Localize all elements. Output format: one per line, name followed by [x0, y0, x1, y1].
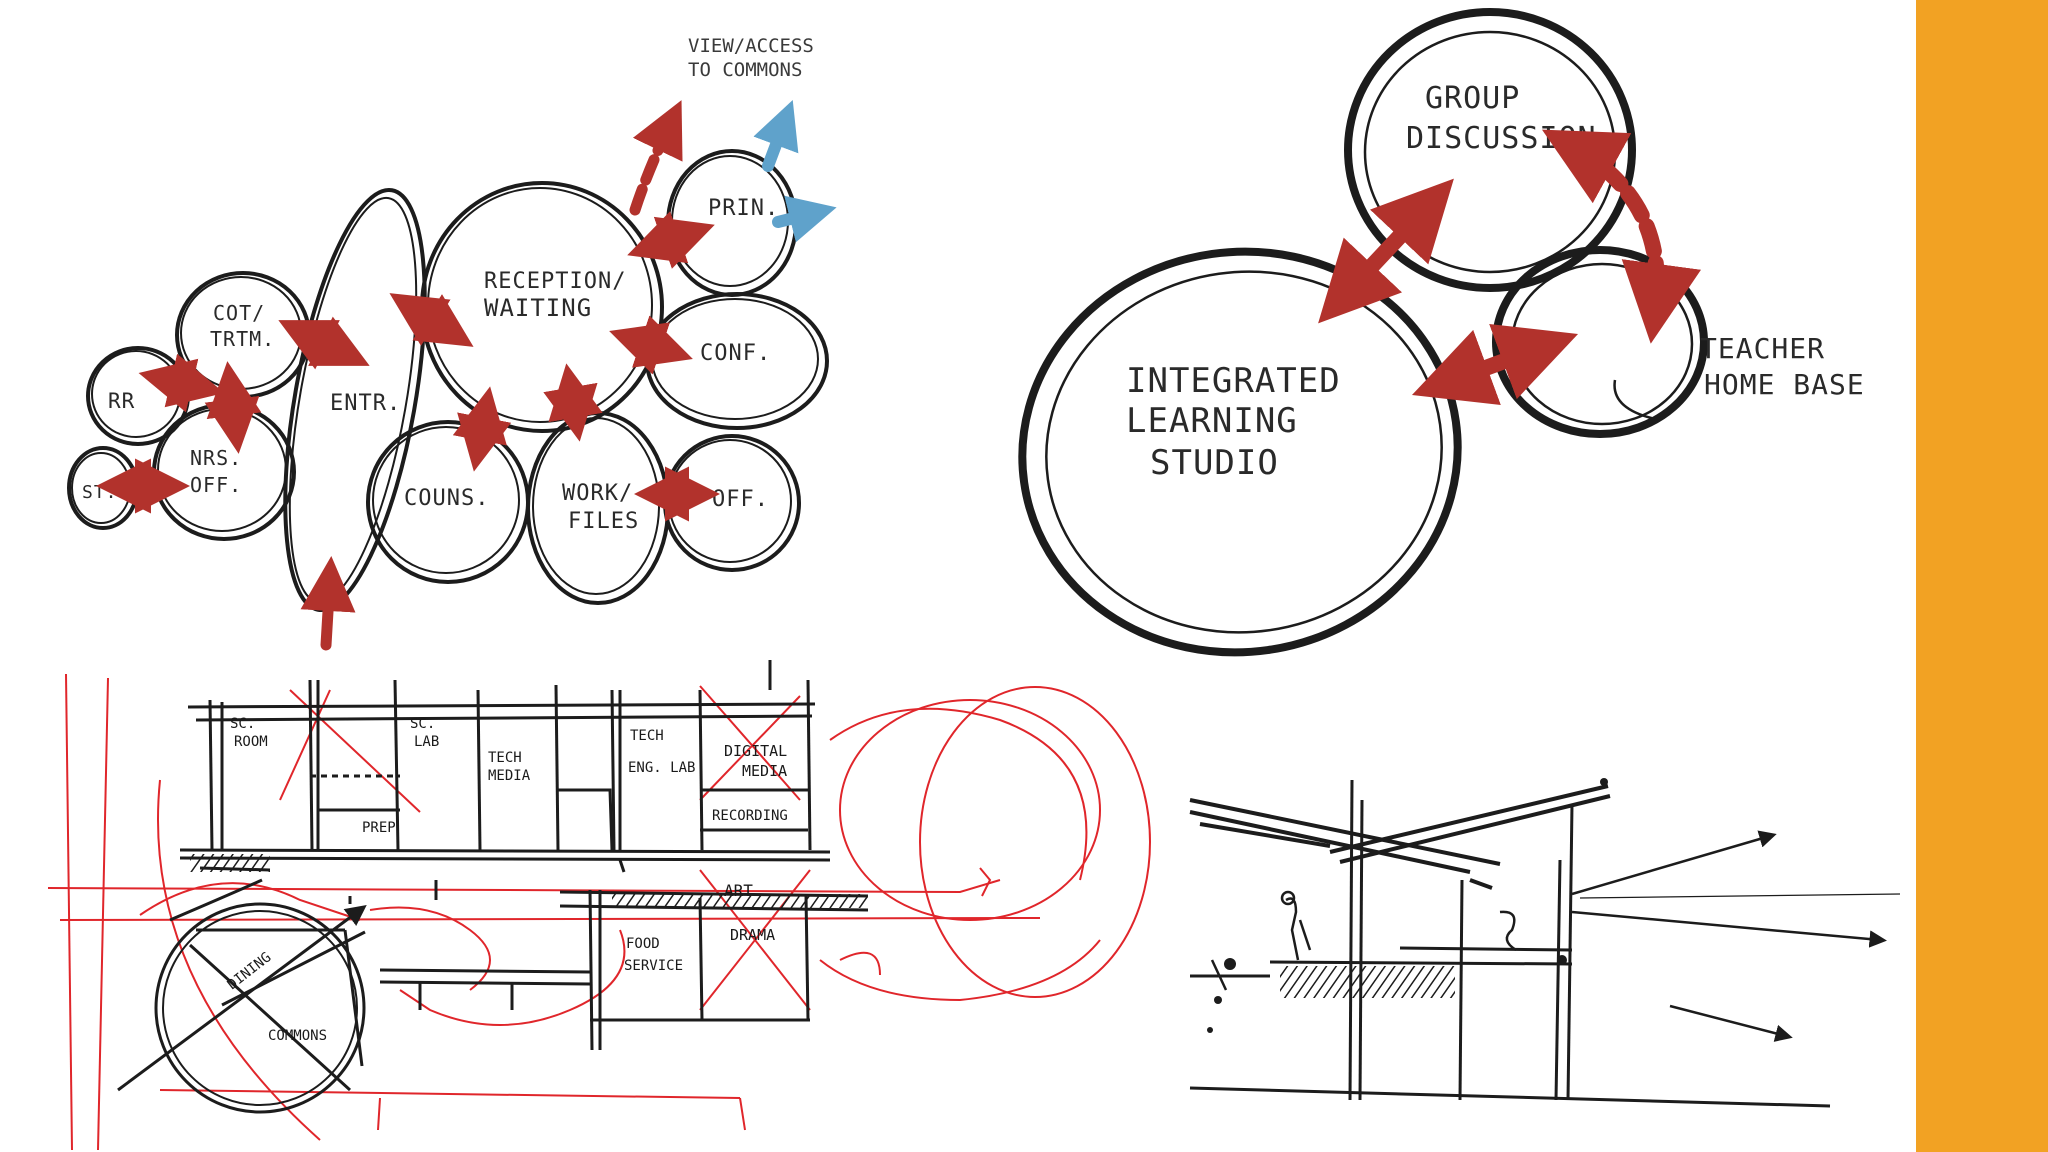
note-to-commons: TO COMMONS [688, 59, 802, 81]
label-cot: COT/ [213, 301, 265, 325]
label-sci-lab-2: LAB [414, 734, 439, 750]
label-entr: ENTR. [330, 391, 401, 416]
label-digital-1: DIGITAL [724, 742, 787, 760]
label-group: GROUP [1425, 81, 1520, 116]
label-home-base: HOME BASE [1704, 368, 1865, 401]
home-base-pointer [1615, 380, 1660, 420]
arrow-blue-right [778, 212, 818, 222]
label-trtm: TRTM. [210, 327, 275, 351]
arrow-reception-work [570, 385, 576, 420]
plan-commons-circle [118, 880, 365, 1112]
label-off-nrs: OFF. [190, 473, 242, 497]
label-commons: COMMONS [268, 1028, 327, 1044]
bubble-labels-learning: GROUP DISCUSSION INTEGRATED LEARNING STU… [1126, 81, 1865, 483]
label-studio: STUDIO [1150, 443, 1279, 483]
label-nrs: NRS. [190, 446, 242, 470]
label-food-2: SERVICE [624, 958, 683, 974]
section-hatched-slab [1280, 966, 1455, 998]
label-sci-room-2: ROOM [234, 734, 268, 750]
arrow-blue-up [768, 118, 786, 166]
section-sightlines [1572, 836, 1900, 1036]
plan-hatched-stair [190, 854, 270, 872]
label-digital-2: MEDIA [742, 762, 787, 780]
section-sketch [1190, 778, 1900, 1106]
label-integrated: INTEGRATED [1126, 361, 1341, 401]
section-roof [1190, 786, 1610, 888]
arrow-cot-nrs [230, 383, 236, 432]
label-conf: CONF. [700, 341, 771, 366]
bubble-nrs-off [154, 405, 294, 539]
bubble-labels-admin: RR ST. COT/ TRTM. NRS. OFF. ENTR. RECEPT… [82, 35, 814, 534]
label-sci-lab-1: SC. [410, 716, 435, 732]
label-prep: PREP [362, 820, 396, 836]
label-sci-room-1: SC. [230, 716, 255, 732]
bubble-teacher-home-base [1496, 250, 1704, 434]
section-columns [1350, 780, 1572, 1100]
arrow-dashed-group-homebase [1570, 145, 1657, 312]
plan-room-labels: SC. ROOM SC. LAB TECH MEDIA TECH ENG. LA… [225, 716, 788, 1044]
arrow-dashed-view [635, 120, 672, 210]
label-off: OFF. [712, 487, 769, 512]
label-prin: PRIN. [708, 196, 779, 221]
label-files: FILES [568, 509, 639, 534]
bubble-diagram-learning [996, 12, 1704, 680]
label-couns: COUNS. [404, 486, 489, 511]
bubble-work-files [528, 413, 668, 603]
label-st: ST. [82, 482, 118, 503]
accent-bar [1916, 0, 2048, 1152]
arrow-reception-conf [630, 338, 672, 352]
label-reception: RECEPTION/ [484, 269, 626, 294]
adjacency-arrows-admin [118, 120, 698, 645]
label-work: WORK/ [562, 481, 633, 506]
label-learning: LEARNING [1126, 401, 1298, 441]
label-food-1: FOOD [626, 936, 660, 952]
arrow-reception-prin [648, 232, 694, 248]
plan-walls [180, 660, 868, 1050]
label-teacher: TEACHER [1700, 332, 1825, 365]
label-recording: RECORDING [712, 808, 788, 824]
label-drama: DRAMA [730, 926, 775, 944]
label-waiting: WAITING [484, 294, 592, 322]
label-tech-eng-2: ENG. LAB [628, 760, 695, 776]
note-view-access: VIEW/ACCESS [688, 35, 814, 57]
label-dining: DINING [225, 949, 275, 993]
label-rr: RR [108, 389, 135, 413]
arrow-entry-in [326, 578, 330, 645]
plan-sketch: SC. ROOM SC. LAB TECH MEDIA TECH ENG. LA… [48, 660, 1150, 1150]
label-tech-media-2: MEDIA [488, 768, 531, 784]
label-tech-eng-1: TECH [630, 728, 664, 744]
label-art: ART [724, 881, 753, 900]
label-tech-media-1: TECH [488, 750, 522, 766]
